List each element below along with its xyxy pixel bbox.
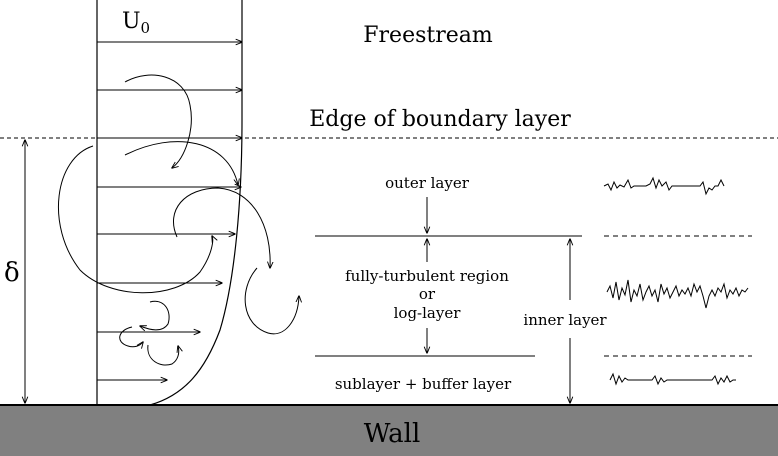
signal-log-layer	[606, 279, 749, 309]
or-label: or	[419, 285, 436, 303]
outer-layer-label: outer layer	[385, 174, 470, 192]
eddies	[58, 74, 299, 366]
freestream-velocity-label: U0	[122, 9, 150, 37]
signal-sublayer	[609, 372, 736, 386]
log-layer-label: log-layer	[394, 304, 462, 322]
eddy-mid-upper	[124, 141, 238, 185]
eddy-small-3	[147, 345, 179, 366]
eddy-large	[58, 145, 212, 294]
eddy-small-1	[140, 300, 170, 330]
eddy-small-right	[244, 267, 299, 335]
signal-outer	[603, 176, 725, 196]
eddy-right	[172, 187, 270, 268]
eddy-top	[124, 74, 192, 168]
sublayer-label: sublayer + buffer layer	[335, 375, 512, 393]
freestream-label: Freestream	[363, 23, 493, 48]
fully-turbulent-label: fully-turbulent region	[345, 267, 509, 285]
wall-block	[0, 405, 778, 456]
velocity-arrows	[97, 42, 242, 380]
inner-layer-label: inner layer	[523, 311, 607, 329]
velocity-profile-curve	[149, 0, 243, 406]
wall-label: Wall	[364, 419, 421, 449]
delta-label: δ	[4, 258, 20, 288]
eddy-small-2	[119, 326, 143, 347]
edge-label: Edge of boundary layer	[309, 107, 571, 132]
